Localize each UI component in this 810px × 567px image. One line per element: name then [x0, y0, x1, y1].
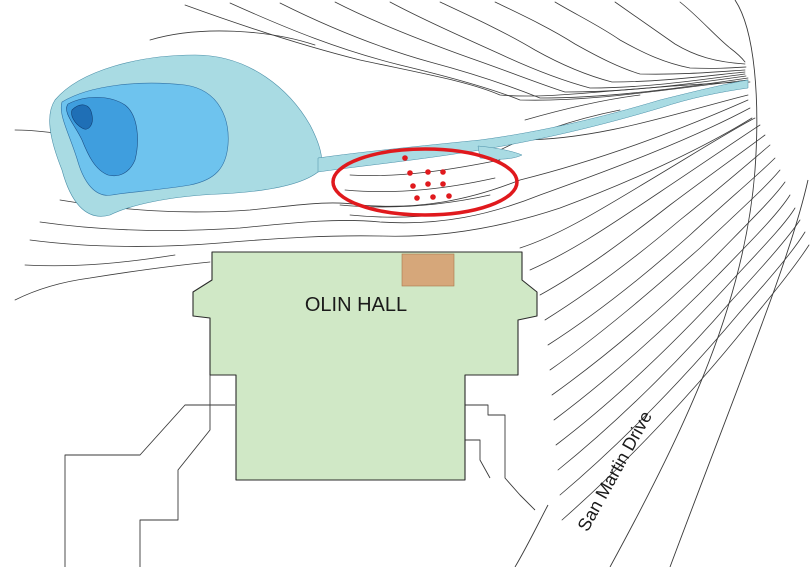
pond	[49, 54, 323, 217]
building-annex-outlines	[64, 374, 536, 567]
marker-dot	[430, 194, 436, 200]
marker-dot	[414, 195, 420, 201]
road-label: San Martin Drive	[574, 408, 656, 535]
marker-dot	[407, 170, 413, 176]
marker-dot	[425, 169, 431, 175]
marker-dot	[446, 193, 452, 199]
building-label: OLIN HALL	[305, 294, 407, 316]
marker-dot	[440, 169, 446, 175]
road-edges	[514, 0, 809, 567]
highlight-ellipse	[331, 147, 519, 217]
patio-square	[401, 253, 455, 287]
marker-dots	[402, 155, 452, 201]
pond-core-zone	[71, 104, 93, 130]
marker-dot	[425, 181, 431, 187]
highlight-area	[331, 147, 519, 217]
marker-dot	[410, 183, 416, 189]
stream	[317, 79, 749, 173]
marker-dot	[402, 155, 408, 161]
olin-hall-building: OLIN HALL	[192, 251, 538, 481]
marker-dot	[440, 181, 446, 187]
